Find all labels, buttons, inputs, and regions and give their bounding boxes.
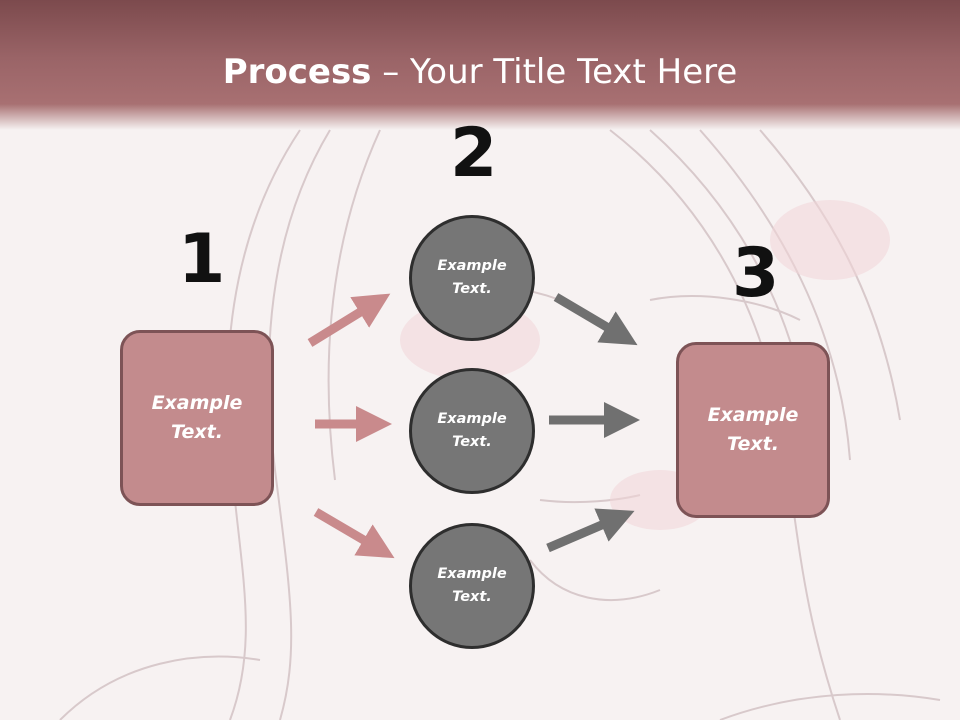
header-banner xyxy=(0,0,960,130)
step-1-box[interactable]: Example Text. xyxy=(120,330,274,506)
step-2-number: 2 xyxy=(450,114,498,193)
step-2-circle-bottom[interactable]: Example Text. xyxy=(409,523,535,649)
step-3-number: 3 xyxy=(732,234,780,313)
step-2-circle-bottom-text: Example Text. xyxy=(437,566,507,605)
step-2-circle-top[interactable]: Example Text. xyxy=(409,215,535,341)
step-2-circle-middle[interactable]: Example Text. xyxy=(409,368,535,494)
title-rest: – Your Title Text Here xyxy=(371,52,738,92)
title-bold: Process xyxy=(222,52,372,92)
step-2-circle-middle-text: Example Text. xyxy=(437,411,507,450)
step-1-number: 1 xyxy=(178,220,226,299)
page-title: Process – Your Title Text Here xyxy=(0,52,960,92)
step-3-text: Example Text. xyxy=(707,404,799,455)
step-1-text: Example Text. xyxy=(151,392,243,443)
step-2-circle-top-text: Example Text. xyxy=(437,258,507,297)
step-3-box[interactable]: Example Text. xyxy=(676,342,830,518)
